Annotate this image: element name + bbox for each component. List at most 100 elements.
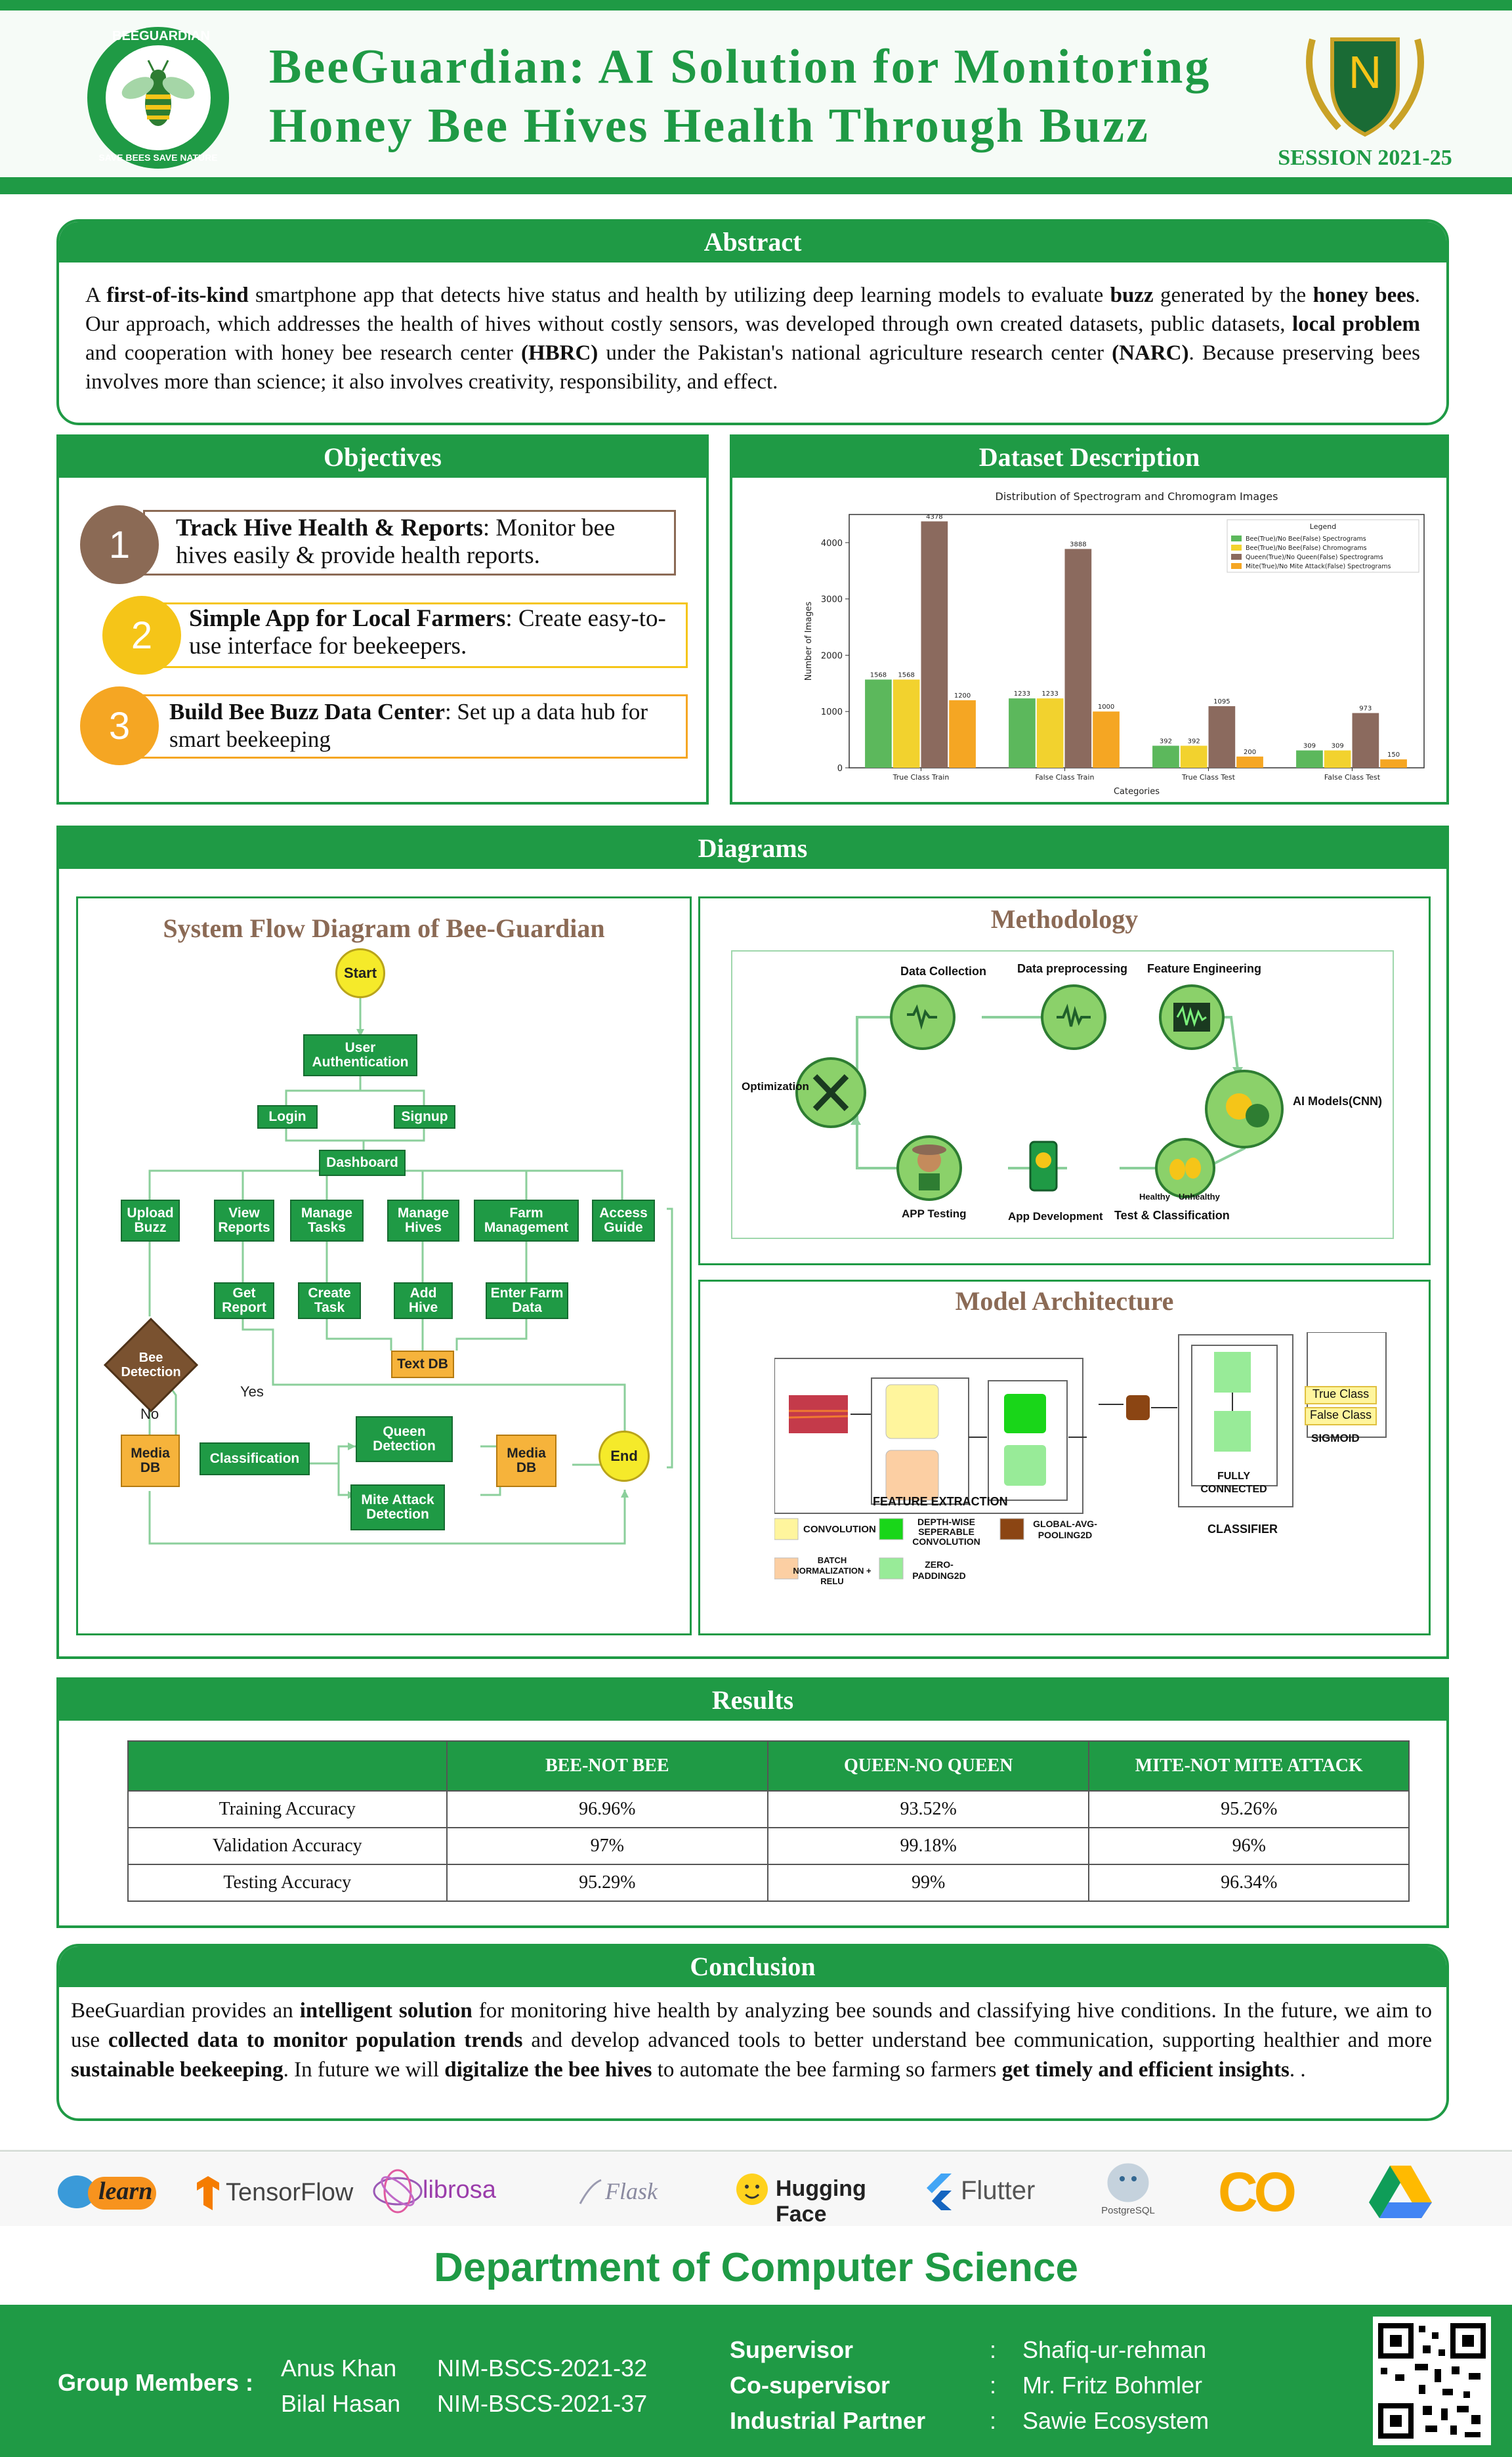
methodology-diagram: Data Collection Data preprocessing Featu… [731, 950, 1394, 1239]
objective-item-2: 2 Simple App for Local Farmers: Create e… [77, 596, 694, 677]
arch-fully-connected: FULLY CONNECTED [1200, 1471, 1267, 1495]
flow-get-report: Get Report [214, 1282, 274, 1319]
legend-entry: Queen(True)/No Queen(False) Spectrograms [1246, 554, 1383, 561]
conclusion-panel: Conclusion BeeGuardian provides an intel… [56, 1944, 1449, 2121]
chart-bar [1380, 759, 1407, 768]
poster-title-line2: Honey Bee Hives Health Through Buzz [269, 99, 1150, 153]
flow-enter-farm-data: Enter Farm Data [486, 1282, 568, 1319]
bar-data-label: 1233 [1041, 690, 1058, 698]
librosa-logo-icon: librosa [371, 2168, 542, 2214]
legend-swatch [1231, 563, 1242, 569]
chart-bar [1352, 713, 1379, 768]
hugging-face-logo-icon: Hugging Face [735, 2170, 892, 2227]
flow-media-db-right: Media DB [496, 1435, 556, 1487]
bar-data-label: 150 [1387, 751, 1400, 759]
industrial-partner-name: Sawie Ecosystem [1022, 2407, 1209, 2434]
arch-classifier: CLASSIFIER [1208, 1522, 1278, 1536]
legend-entry: Bee(True)/No Bee(False) Spectrograms [1246, 536, 1366, 543]
chart-bar [1152, 746, 1179, 768]
abstract-text: A first-of-its-kind smartphone app that … [85, 284, 1421, 394]
bar-data-label: 1200 [954, 692, 971, 700]
methodology-title: Methodology [990, 904, 1139, 934]
y-tick-label: 2000 [821, 651, 843, 661]
objective-desc-2: : Create easy-to-use interface for beeke… [189, 605, 666, 660]
chart-bar [1064, 549, 1092, 768]
abstract-heading: Abstract [59, 222, 1446, 262]
bar-data-label: 1568 [870, 672, 887, 679]
member-name-1: Anus Khan [281, 2355, 397, 2382]
abstract-panel: Abstract A first-of-its-kind smartphone … [56, 219, 1449, 425]
bar-data-label: 4378 [926, 513, 942, 520]
chart-bar [1324, 750, 1351, 768]
results-header-row: BEE-NOT BEE QUEEN-NO QUEEN MITE-NOT MITE… [127, 1740, 1410, 1792]
bar-data-label: 392 [1188, 738, 1200, 745]
chart-legend [1227, 519, 1419, 573]
tool-label-hugging-face: Hugging Face [776, 2176, 866, 2227]
results-cell: 93.52% [766, 1790, 1090, 1828]
logo-ring-bottom-text: SAVE BEES SAVE NATURE [98, 152, 218, 163]
results-col-0 [127, 1740, 448, 1792]
results-col-3: MITE-NOT MITE ATTACK [1088, 1740, 1410, 1792]
chart-bar [1009, 698, 1036, 768]
header-band [0, 10, 1512, 177]
flask-logo-icon: Flask [578, 2174, 689, 2213]
results-cell: Testing Accuracy [127, 1864, 448, 1902]
beeguardian-logo: BEEGUARDIAN SAVE BEES SAVE NATURE [84, 24, 232, 172]
legend-title: Legend [1310, 522, 1336, 531]
flow-mite-attack-detection: Mite Attack Detection [350, 1484, 445, 1530]
department-title: Department of Computer Science [434, 2245, 1078, 2290]
google-drive-logo-icon [1369, 2166, 1432, 2218]
qr-code-icon[interactable] [1373, 2317, 1491, 2445]
y-axis-label: Number of Images [804, 602, 814, 681]
arch-legend-batchnorm: BATCH NORMALIZATION + RELU [793, 1555, 872, 1586]
table-row: Validation Accuracy 97% 99.18% 96% [127, 1827, 1410, 1865]
flow-access-guide: Access Guide [592, 1200, 655, 1242]
industrial-partner-role: Industrial Partner [730, 2407, 926, 2434]
co-supervisor-sep: : [990, 2372, 997, 2399]
bar-data-label: 309 [1332, 742, 1344, 749]
results-cell: Validation Accuracy [127, 1827, 448, 1865]
tool-label-flask: Flask [605, 2178, 658, 2204]
results-cell: 95.26% [1088, 1790, 1410, 1828]
method-unhealthy: Unhealthy [1179, 1192, 1220, 1202]
bar-data-label: 973 [1359, 705, 1372, 713]
results-cell: 99% [766, 1864, 1090, 1902]
colab-logo-icon: CO [1218, 2161, 1297, 2223]
chart-bar [1236, 756, 1263, 768]
method-optimization: Optimization [742, 1080, 809, 1093]
scikit-learn-logo-icon: learn [58, 2169, 169, 2215]
conclusion-text: BeeGuardian provides an intelligent solu… [71, 1999, 1432, 2082]
objective-number-3: 3 [80, 686, 159, 765]
flow-manage-tasks: Manage Tasks [290, 1200, 364, 1242]
objective-item-3: 3 Build Bee Buzz Data Center: Set up a d… [77, 686, 694, 768]
arch-legend-depthwise: DEPTH-WISE SEPERABLE CONVOLUTION [912, 1517, 980, 1547]
results-heading: Results [59, 1680, 1446, 1721]
flow-login: Login [257, 1105, 318, 1129]
logo-ring-top-text: BEEGUARDIAN [112, 29, 210, 43]
chart-bar [1093, 711, 1120, 768]
arch-feature-extraction: FEATURE EXTRACTION [873, 1495, 1008, 1508]
method-test-classification: Test & Classification [1114, 1209, 1230, 1222]
bar-data-label: 309 [1303, 742, 1316, 749]
results-col-1: BEE-NOT BEE [446, 1740, 768, 1792]
tool-label-tensorflow: TensorFlow [226, 2179, 354, 2206]
chart-bar [921, 521, 948, 768]
y-tick-label: 0 [837, 764, 843, 774]
flow-view-reports: View Reports [214, 1200, 274, 1242]
flutter-logo-icon: Flutter [924, 2171, 1068, 2213]
method-data-collection: Data Collection [900, 965, 987, 978]
tensorflow-logo-icon: TensorFlow [197, 2174, 368, 2213]
poster-title-line1: BeeGuardian: AI Solution for Monitoring [269, 40, 1211, 94]
flow-dashboard: Dashboard [319, 1150, 406, 1176]
supervisor-sep: : [990, 2336, 997, 2363]
objectives-heading: Objectives [59, 437, 706, 478]
arch-legend-gap: GLOBAL-AVG-POOLING2D [1033, 1519, 1097, 1540]
objective-desc-1: : Monitor bee hives easily & provide hea… [176, 514, 616, 569]
member-id-2: NIM-BSCS-2021-37 [437, 2390, 648, 2417]
chart-bar [1036, 698, 1064, 768]
flow-user-authentication: User Authentication [303, 1034, 417, 1076]
chart-bar [865, 679, 892, 768]
arch-sigmoid: SIGMOID [1311, 1432, 1360, 1444]
results-cell: Training Accuracy [127, 1790, 448, 1828]
table-row: Training Accuracy 96.96% 93.52% 95.26% [127, 1790, 1410, 1828]
